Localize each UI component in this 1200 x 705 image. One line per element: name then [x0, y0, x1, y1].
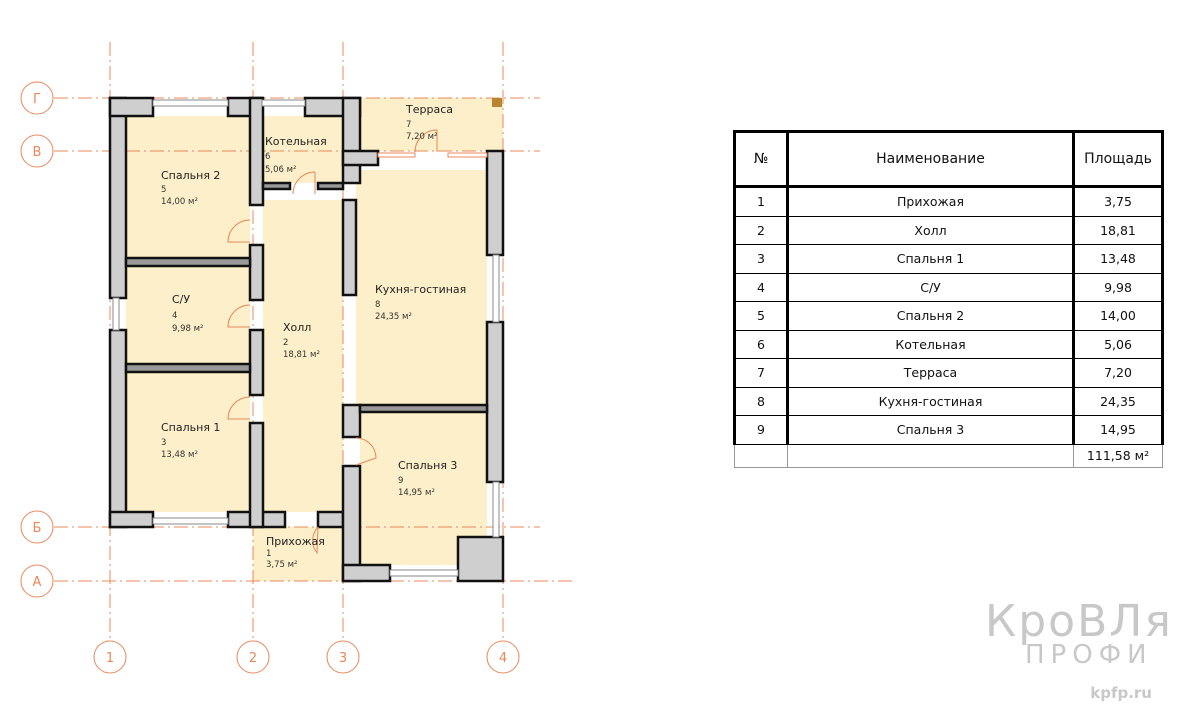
room-name: Котельная [265, 135, 327, 148]
row-number: 5 [733, 301, 789, 331]
room-name: Холл [283, 321, 311, 334]
room-info: 3,75 м² [266, 560, 297, 570]
row-number: 8 [733, 387, 789, 416]
row-name: Спальня 3 [786, 415, 1075, 445]
row-area: 14,95 [1072, 415, 1164, 445]
room-boiler [263, 116, 343, 183]
row-area: 3,75 [1072, 186, 1164, 217]
room-info: 5 [161, 185, 166, 195]
room-name: Терраса [405, 103, 453, 116]
room-kitchen [356, 170, 487, 405]
axis-label: 1 [106, 651, 114, 666]
logo-line1: КроВЛя [985, 596, 1173, 647]
axis-label: Б [33, 521, 42, 536]
axis-label: В [33, 145, 42, 160]
room-name: Спальня 2 [161, 169, 220, 182]
room-info: 2 [283, 338, 288, 348]
row-name: Холл [786, 216, 1075, 245]
axis-label: 2 [249, 651, 257, 666]
door-swings [227, 129, 438, 555]
room-name: С/У [172, 293, 190, 306]
room-info: 4 [172, 311, 177, 321]
room-info: 14,95 м² [398, 488, 435, 498]
row-number: 2 [733, 216, 789, 245]
room-info: 7,20 м² [406, 132, 437, 142]
row-number: 6 [733, 330, 789, 359]
row-name: Котельная [786, 330, 1075, 359]
row-number: 4 [733, 273, 789, 302]
room-info: 5,06 м² [265, 165, 296, 175]
room-fills [126, 98, 503, 581]
room-info: 9,98 м² [172, 324, 203, 334]
room-info: 8 [375, 300, 380, 310]
table-header: № Наименование Площадь [733, 130, 1164, 188]
room-info: 24,35 м² [375, 312, 412, 322]
logo-line2: ПРОФИ [1025, 640, 1153, 670]
axis-label: Г [33, 92, 41, 107]
room-info: 6 [265, 152, 270, 162]
room-info: 3 [161, 438, 166, 448]
room-name: Спальня 3 [398, 459, 457, 472]
room-info: 14,00 м² [161, 197, 198, 207]
row-number: 7 [733, 358, 789, 388]
room-bathroom [126, 266, 250, 364]
column-marker [492, 98, 502, 107]
windows [112, 99, 500, 577]
row-number: 3 [733, 244, 789, 274]
room-name: Спальня 1 [161, 421, 220, 434]
room-terrace [360, 98, 503, 151]
row-name: С/У [786, 273, 1075, 302]
logo-site: kpfp.ru [1090, 684, 1152, 702]
row-area: 14,00 [1072, 301, 1164, 331]
axis-bubbles [20, 81, 520, 674]
row-name: Спальня 1 [786, 244, 1075, 274]
header-name: Наименование [786, 130, 1075, 188]
axis-label: А [33, 575, 42, 590]
row-area: 24,35 [1072, 387, 1164, 416]
table-total-row: 111,58 м² [734, 444, 1163, 468]
header-number: № [733, 130, 789, 188]
axis-label: 3 [339, 651, 347, 666]
row-area: 18,81 [1072, 216, 1164, 245]
room-bedroom-1 [126, 372, 250, 512]
watermark-logo: КроВЛя ПРОФИ kpfp.ru [985, 596, 1173, 703]
total-area: 111,58 м² [1073, 444, 1163, 468]
row-number: 1 [733, 186, 789, 217]
row-name: Спальня 2 [786, 301, 1075, 331]
room-name: Кухня-гостиная [375, 283, 466, 296]
room-info: 1 [266, 549, 271, 559]
room-info: 13,48 м² [161, 450, 198, 460]
room-name: Прихожая [266, 535, 325, 548]
row-area: 5,06 [1072, 330, 1164, 359]
row-name: Кухня-гостиная [786, 387, 1075, 416]
row-area: 9,98 [1072, 273, 1164, 302]
row-name: Терраса [786, 358, 1075, 388]
room-info: 9 [398, 476, 403, 486]
room-bedroom-2 [126, 116, 250, 258]
room-hall [263, 200, 343, 512]
header-area: Площадь [1072, 130, 1164, 188]
row-name: Прихожая [786, 186, 1075, 217]
row-area: 7,20 [1072, 358, 1164, 388]
room-info: 18,81 м² [283, 350, 320, 360]
row-number: 9 [733, 415, 789, 445]
room-info: 7 [406, 120, 411, 130]
axis-label: 4 [499, 651, 507, 666]
row-area: 13,48 [1072, 244, 1164, 274]
room-entrance [253, 527, 343, 581]
